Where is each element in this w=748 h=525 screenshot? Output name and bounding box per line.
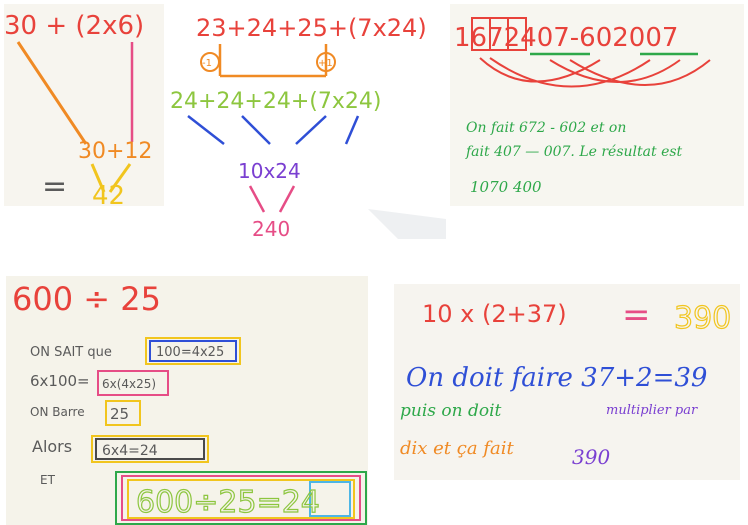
p4-l2-label: 6x100= <box>30 372 90 390</box>
p4-l2-box: 6x(4x25) <box>102 377 156 391</box>
p4-l4-label: Alors <box>32 437 72 456</box>
p4-title: 600 ÷ 25 <box>12 280 161 318</box>
p1-equation: 30 + (2x6) <box>4 11 144 41</box>
photo-1-drawing: 30 + (2x6) 30+12 = 42 <box>4 11 152 206</box>
p2-product: 10x24 <box>238 159 301 183</box>
photo-5: 10 x (2+37) = 390 On doit faire 37+2=39 … <box>394 284 740 480</box>
p3-line2: fait 407 — 007. Le résultat est <box>465 144 683 160</box>
p4-l5-label: ET <box>40 473 56 487</box>
p3-line1: On fait 672 - 602 et on <box>466 120 626 136</box>
p5-line1: On doit faire 37+2=39 <box>406 363 707 393</box>
photo-2: 23+24+25+(7x24) -1 +1 24+24+24+(7x24) 10… <box>168 4 446 239</box>
p5-line3-a: dix et ça fait <box>400 438 514 459</box>
p2-equation: 23+24+25+(7x24) <box>196 14 427 42</box>
photo-5-drawing: 10 x (2+37) = 390 On doit faire 37+2=39 … <box>400 295 732 469</box>
p4-l1-box: 100=4x25 <box>156 345 224 360</box>
photo-4: 600 ÷ 25 ON SAIT que 100=4x25 6x100= 6x(… <box>6 276 368 525</box>
p1-result: 42 <box>92 181 125 206</box>
p5-equals: = <box>622 295 651 335</box>
p5-line3-b: 390 <box>572 445 610 469</box>
p2-plus-one: +1 <box>318 58 333 69</box>
p4-l4-box: 6x4=24 <box>102 443 158 459</box>
p5-answer: 390 <box>674 301 731 336</box>
p3-result: 1070 400 <box>470 178 542 196</box>
p4-l1-label: ON SAIT que <box>30 345 112 360</box>
p1-partial: 30+12 <box>78 139 152 164</box>
p4-l5-box: 600÷25=24 <box>136 485 320 520</box>
p2-minus-one: -1 <box>202 58 212 69</box>
photo-3-drawing: 1672407-602007 On fait 672 - 602 et on f… <box>454 17 711 196</box>
p3-number: 1672407-602007 <box>454 23 678 53</box>
photo-3: 1672407-602007 On fait 672 - 602 et on f… <box>450 4 744 206</box>
p4-l3-label: ON Barre <box>30 405 85 419</box>
p2-line2: 24+24+24+(7x24) <box>170 89 381 114</box>
p5-equation: 10 x (2+37) <box>422 300 567 328</box>
photo-4-drawing: 600 ÷ 25 ON SAIT que 100=4x25 6x100= 6x(… <box>12 280 367 525</box>
photo-1: 30 + (2x6) 30+12 = 42 <box>4 4 164 206</box>
p5-line2-b: multiplier par <box>606 403 698 418</box>
p5-line2-a: puis on doit <box>400 401 502 421</box>
p1-equals: = <box>42 169 67 204</box>
p2-result: 240 <box>252 217 290 239</box>
p4-l3-box: 25 <box>110 405 129 423</box>
photo-2-drawing: 23+24+25+(7x24) -1 +1 24+24+24+(7x24) 10… <box>170 14 446 239</box>
